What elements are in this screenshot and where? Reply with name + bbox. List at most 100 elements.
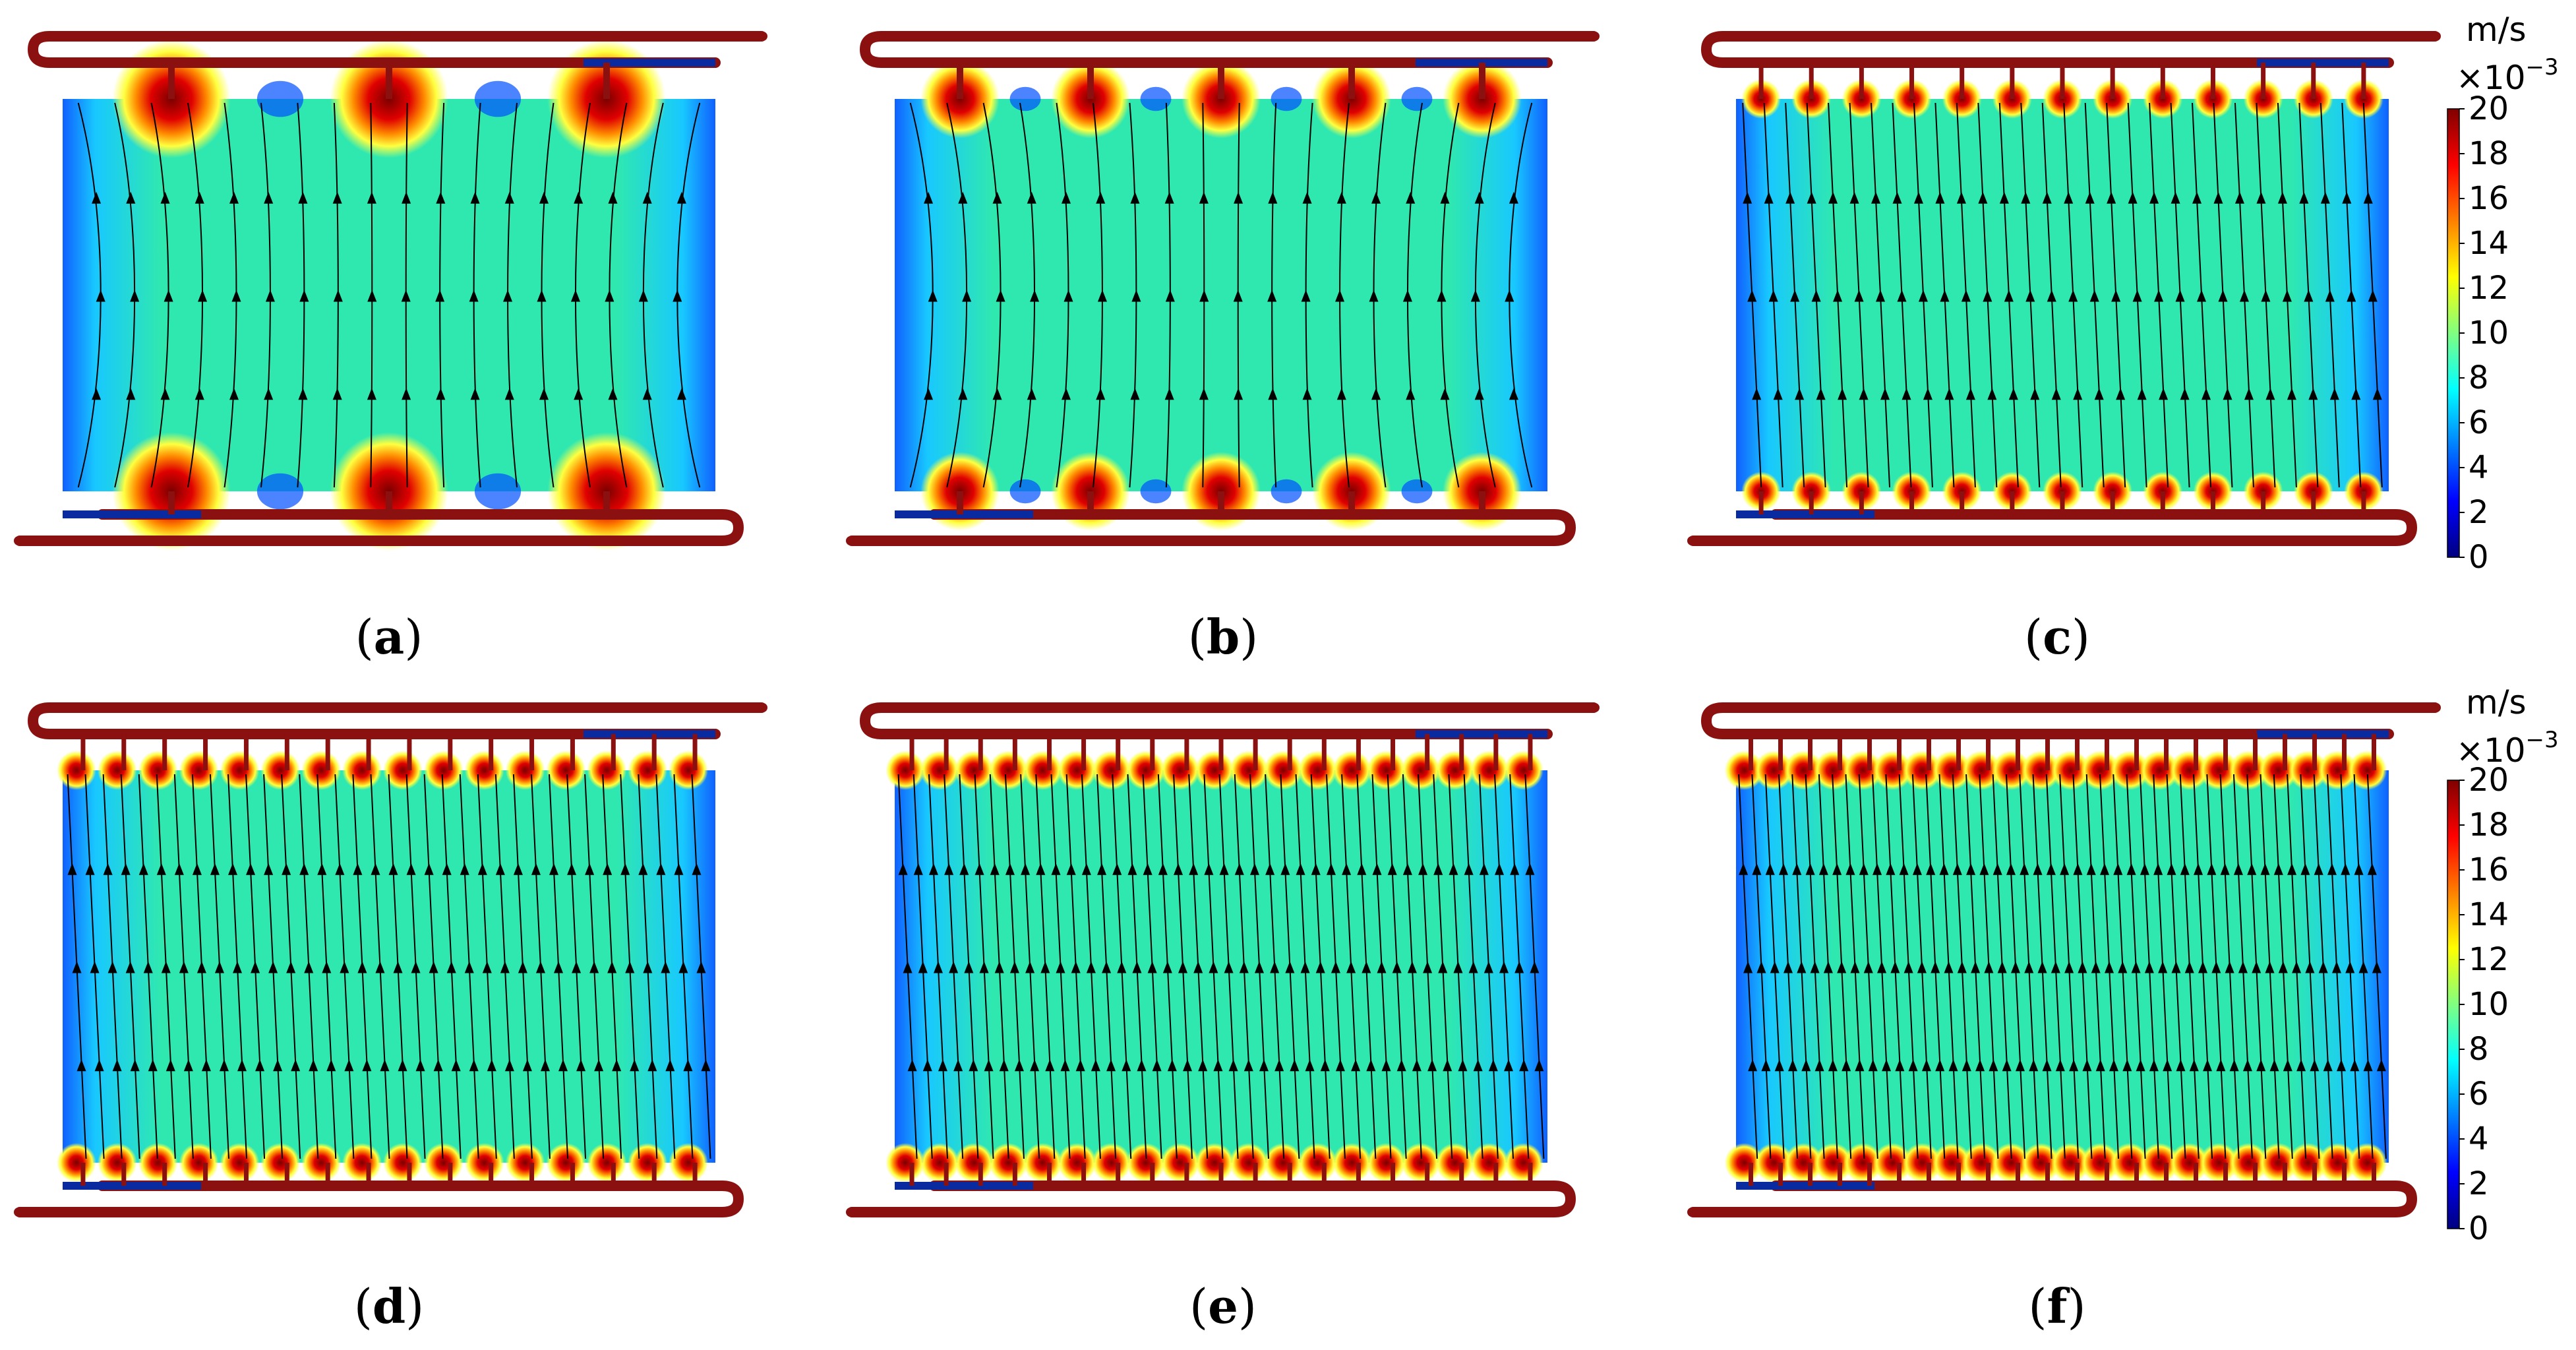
colorbar-tick-label: 14 (2469, 225, 2509, 262)
flow-arrow (1965, 388, 1975, 400)
flow-arrow (1768, 290, 1778, 302)
flow-arrow (2184, 961, 2194, 973)
flow-arrow (2305, 961, 2315, 973)
hot-spot (1195, 1143, 1234, 1182)
hot-spot (954, 751, 994, 790)
flow-arrow (2198, 961, 2208, 973)
flow-arrow (996, 290, 1005, 302)
panel-label-c: (c) (2023, 609, 2091, 665)
flow-arrow (1009, 961, 1019, 973)
flow-arrow (1357, 863, 1367, 875)
flow-arrow (585, 863, 595, 875)
flow-arrow (2073, 863, 2083, 875)
hot-spot (1872, 1143, 1913, 1182)
flow-arrow (85, 863, 95, 875)
flow-arrow (1274, 1059, 1284, 1072)
flow-arrow (676, 388, 686, 400)
flow-arrow (922, 1059, 932, 1072)
low-velocity-zone (1271, 86, 1302, 111)
flow-arrow (924, 191, 934, 204)
flow-arrow (2010, 961, 2020, 973)
hot-spot (1991, 1143, 2031, 1182)
flow-arrow (1061, 191, 1071, 204)
hot-spot (2051, 1143, 2091, 1182)
hot-spot (2229, 751, 2269, 790)
flow-arrow (251, 961, 260, 973)
flow-arrow (1204, 863, 1214, 875)
flow-arrow (1396, 1059, 1406, 1072)
flow-arrow (539, 191, 549, 204)
flow-arrow (928, 290, 938, 302)
inlet-manifold-pipe (1688, 1181, 2418, 1217)
flow-arrow (1876, 290, 1886, 302)
flow-arrow (1837, 961, 1847, 973)
low-velocity-zone (1401, 86, 1433, 111)
flow-arrow (160, 388, 170, 400)
flow-arrow (1807, 191, 1816, 204)
flow-arrow (192, 863, 202, 875)
flow-arrow (1239, 961, 1249, 973)
flow-arrow (388, 863, 398, 875)
flow-arrow (398, 1059, 407, 1072)
flow-arrow (1871, 191, 1881, 204)
flow-arrow (2073, 388, 2083, 400)
flow-arrow (1164, 191, 1174, 204)
hot-spot (1754, 751, 1794, 790)
hot-spot (988, 1143, 1029, 1182)
flow-arrow (1978, 191, 1988, 204)
flow-arrow (1868, 1059, 1878, 1072)
flow-arrow (1096, 388, 1106, 400)
flow-arrow (353, 863, 363, 875)
flow-arrow (1342, 863, 1352, 875)
velocity-field (1736, 99, 2389, 491)
flow-arrow (237, 1059, 247, 1072)
panel-label-d: (d) (353, 1278, 425, 1334)
flow-arrow (2194, 863, 2203, 875)
flow-arrow (1877, 961, 1887, 973)
hot-spot (1091, 1143, 1131, 1182)
flow-arrow (656, 863, 666, 875)
hot-spot (1057, 751, 1097, 790)
hot-spot (2021, 751, 2061, 790)
flow-arrow (1418, 863, 1428, 875)
flow-arrow (1027, 191, 1036, 204)
hot-spot (2169, 1143, 2209, 1182)
flow-arrow (201, 1059, 211, 1072)
hot-spot (1724, 751, 1764, 790)
flow-arrow (1027, 388, 1036, 400)
flow-arrow (2132, 290, 2142, 302)
flow-arrow (2247, 863, 2257, 875)
flow-arrow (938, 1059, 947, 1072)
flow-arrow (1940, 290, 1950, 302)
outlet-manifold-pipe (859, 702, 1599, 739)
panel-label-a: (a) (355, 609, 423, 665)
flow-arrow (282, 863, 291, 875)
flow-arrow (380, 1059, 390, 1072)
flow-arrow (2223, 388, 2232, 400)
hot-spot (1366, 751, 1406, 790)
flow-arrow (436, 388, 446, 400)
flow-arrow (1961, 290, 1971, 302)
flow-arrow (76, 1059, 86, 1072)
flow-arrow (1014, 1059, 1024, 1072)
flow-arrow (229, 191, 239, 204)
flow-arrow (375, 961, 385, 973)
flow-arrow (1971, 961, 1981, 973)
hot-spot (628, 751, 668, 790)
hot-spot (1125, 1143, 1166, 1182)
flow-arrow (265, 290, 275, 302)
hot-spot (2288, 751, 2328, 790)
hot-spot (1932, 751, 1972, 790)
flow-arrow (1346, 961, 1356, 973)
panel-c (1687, 31, 2441, 546)
flow-arrow (1842, 1059, 1851, 1072)
flow-arrow (2004, 290, 2014, 302)
flow-arrow (1440, 388, 1450, 400)
flow-arrow (2292, 961, 2302, 973)
flow-arrow (322, 961, 332, 973)
flow-arrow (1112, 863, 1122, 875)
flow-arrow (1752, 388, 1762, 400)
flow-arrow (1828, 191, 1838, 204)
hot-spot (2347, 1143, 2387, 1182)
